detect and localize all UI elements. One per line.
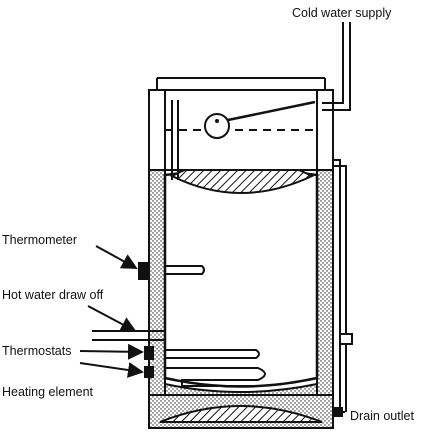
label-drain-outlet: Drain outlet <box>350 409 414 423</box>
label-heating-element: Heating element <box>2 385 94 399</box>
label-cold-water-supply: Cold water supply <box>292 6 392 20</box>
label-thermometer: Thermometer <box>2 233 77 247</box>
left-insulation-wall <box>148 169 166 429</box>
heating-element-head <box>144 366 154 378</box>
right-insulation-wall <box>316 161 334 429</box>
cold-water-pipe <box>322 22 351 111</box>
bottom-dome <box>159 405 323 423</box>
riser-pipe <box>333 159 347 413</box>
thermometer-stem <box>165 265 205 275</box>
label-hot-water-draw-off: Hot water draw off <box>2 288 104 302</box>
label-thermostats: Thermostats <box>2 344 71 358</box>
ball-float <box>204 113 230 139</box>
inner-tank <box>163 168 319 388</box>
thermostat-head <box>144 346 154 360</box>
heating-element <box>165 367 266 387</box>
thermometer-head <box>138 262 148 280</box>
